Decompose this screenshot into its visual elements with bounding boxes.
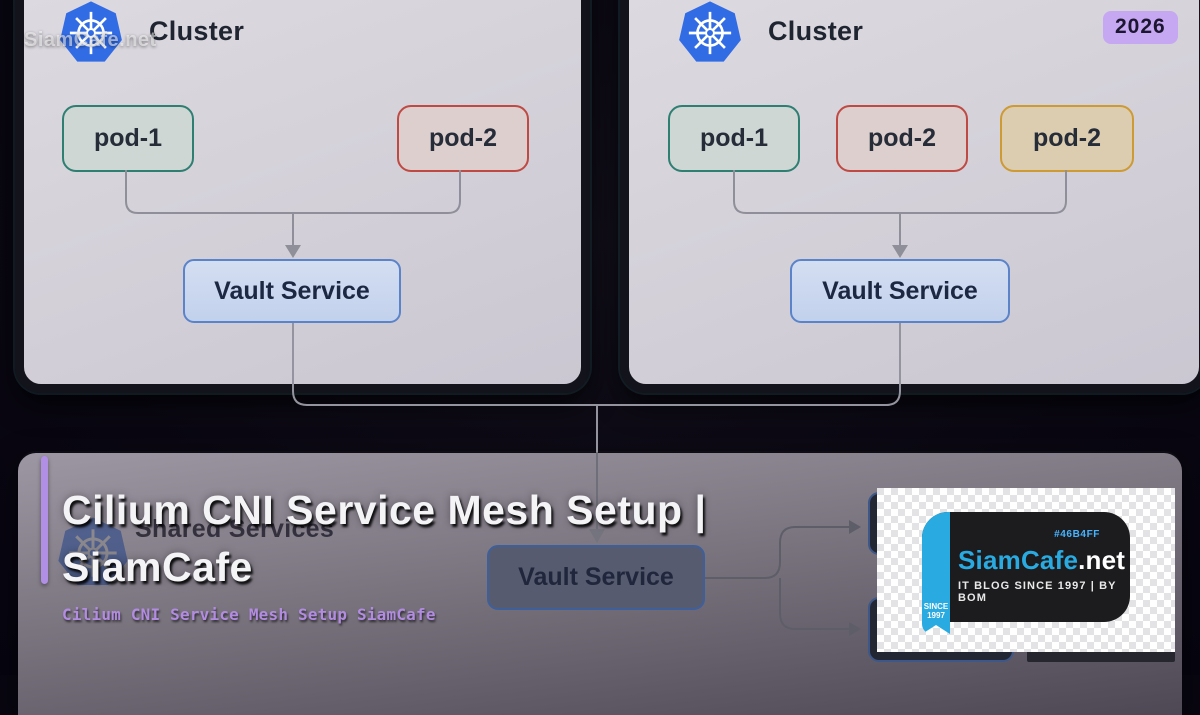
brand-tld: .net	[1078, 545, 1126, 575]
year-badge: 2026	[1103, 11, 1178, 44]
kubernetes-icon	[58, 0, 124, 66]
hidden-box-edge	[1027, 650, 1175, 662]
logo-hashtag: #46B4FF	[1054, 529, 1100, 540]
logo-ribbon: SINCE 1997	[922, 512, 950, 634]
brand-name: SiamCafe	[958, 545, 1079, 575]
cluster-title: Cluster	[768, 16, 864, 46]
pod-box: pod-2	[836, 105, 968, 172]
kubernetes-icon	[56, 516, 130, 590]
vault-service-box: Vault Service	[183, 259, 401, 323]
cluster-panel-right: Cluster pod-1 pod-2 pod-2 Vault Service	[620, 0, 1200, 393]
diagram-stage: Cluster pod-1 pod-2 Vault Service Cluste…	[15, 0, 1200, 715]
pod-box: pod-1	[668, 105, 800, 172]
vault-service-box: Vault Service	[790, 259, 1010, 323]
cluster-title: Cluster	[149, 16, 245, 46]
logo-tagline: IT BLOG SINCE 1997 | BY BOM	[958, 580, 1117, 604]
pod-box: pod-2	[1000, 105, 1134, 172]
shared-vault-service-box: Vault Service	[487, 545, 705, 610]
ribbon-text: SINCE 1997	[923, 602, 949, 620]
logo-brand: SiamCafe.net	[958, 545, 1125, 576]
watermark: SiamCafe.net	[24, 29, 157, 51]
shared-services-title: Shared Services	[135, 515, 335, 543]
siamcafe-logo-card: #46B4FF SiamCafe.net IT BLOG SINCE 1997 …	[877, 488, 1175, 652]
pod-box: pod-1	[62, 105, 194, 172]
pod-box: pod-2	[397, 105, 529, 172]
kubernetes-icon	[677, 0, 743, 66]
cluster-panel-left: Cluster pod-1 pod-2 Vault Service	[15, 0, 590, 393]
logo-body: #46B4FF SiamCafe.net IT BLOG SINCE 1997 …	[922, 512, 1130, 622]
